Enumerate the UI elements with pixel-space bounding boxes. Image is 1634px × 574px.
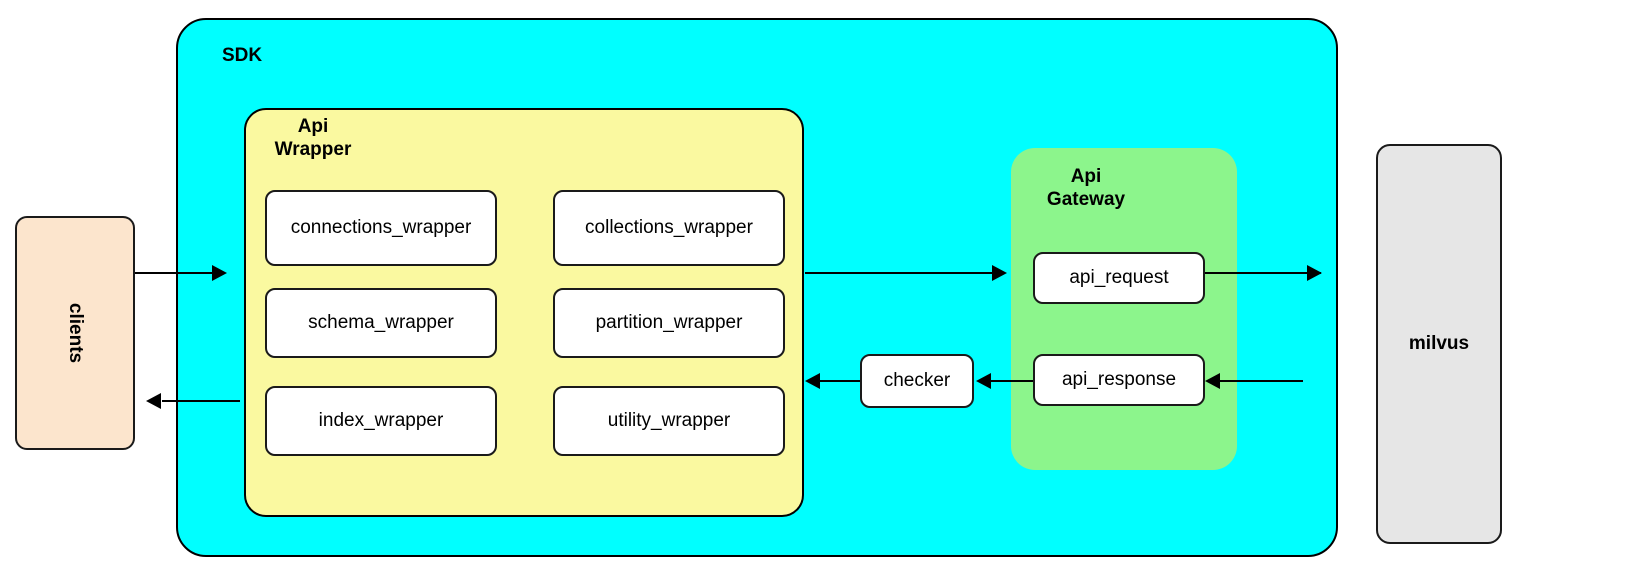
milvus-label: milvus: [1408, 333, 1470, 354]
api-gateway-title: Api Gateway: [1046, 166, 1126, 211]
milvus-box[interactable]: milvus: [1376, 144, 1502, 544]
node-label: partition_wrapper: [595, 312, 743, 333]
api-wrapper-title: Api Wrapper: [274, 116, 352, 161]
connector-clients-to-wrapper: [135, 272, 225, 274]
arrowhead-clients-to-wrapper: [212, 265, 227, 281]
sdk-title: SDK: [222, 45, 263, 66]
clients-label: clients: [64, 302, 86, 364]
clients-box[interactable]: clients: [15, 216, 135, 450]
node-partition-wrapper[interactable]: partition_wrapper: [553, 288, 785, 358]
node-label: connections_wrapper: [290, 217, 472, 238]
node-label: schema_wrapper: [308, 312, 454, 333]
node-api-response[interactable]: api_response: [1033, 354, 1205, 406]
connector-response-to-checker: [984, 380, 1033, 382]
node-label: checker: [883, 370, 951, 391]
connector-milvus-to-response: [1213, 380, 1303, 382]
node-label: index_wrapper: [318, 410, 444, 431]
connector-request-to-milvus: [1205, 272, 1321, 274]
arrowhead-sdk-to-clients: [146, 393, 161, 409]
node-label: api_request: [1069, 267, 1169, 288]
connector-sdk-to-clients: [162, 400, 240, 402]
node-label: api_response: [1061, 369, 1177, 390]
node-label: utility_wrapper: [607, 410, 731, 431]
connector-wrapper-to-gateway: [805, 272, 1005, 274]
node-index-wrapper[interactable]: index_wrapper: [265, 386, 497, 456]
arrowhead-response-to-checker: [976, 373, 991, 389]
node-utility-wrapper[interactable]: utility_wrapper: [553, 386, 785, 456]
node-checker[interactable]: checker: [860, 354, 974, 408]
node-schema-wrapper[interactable]: schema_wrapper: [265, 288, 497, 358]
arrowhead-milvus-to-response: [1205, 373, 1220, 389]
node-collections-wrapper[interactable]: collections_wrapper: [553, 190, 785, 266]
connector-checker-to-wrapper: [816, 380, 860, 382]
arrowhead-wrapper-to-gateway: [992, 265, 1007, 281]
node-connections-wrapper[interactable]: connections_wrapper: [265, 190, 497, 266]
arrowhead-checker-to-wrapper: [805, 373, 820, 389]
api-gateway-container[interactable]: [1011, 148, 1237, 470]
node-api-request[interactable]: api_request: [1033, 252, 1205, 304]
node-label: collections_wrapper: [585, 217, 753, 238]
arrowhead-request-to-milvus: [1307, 265, 1322, 281]
